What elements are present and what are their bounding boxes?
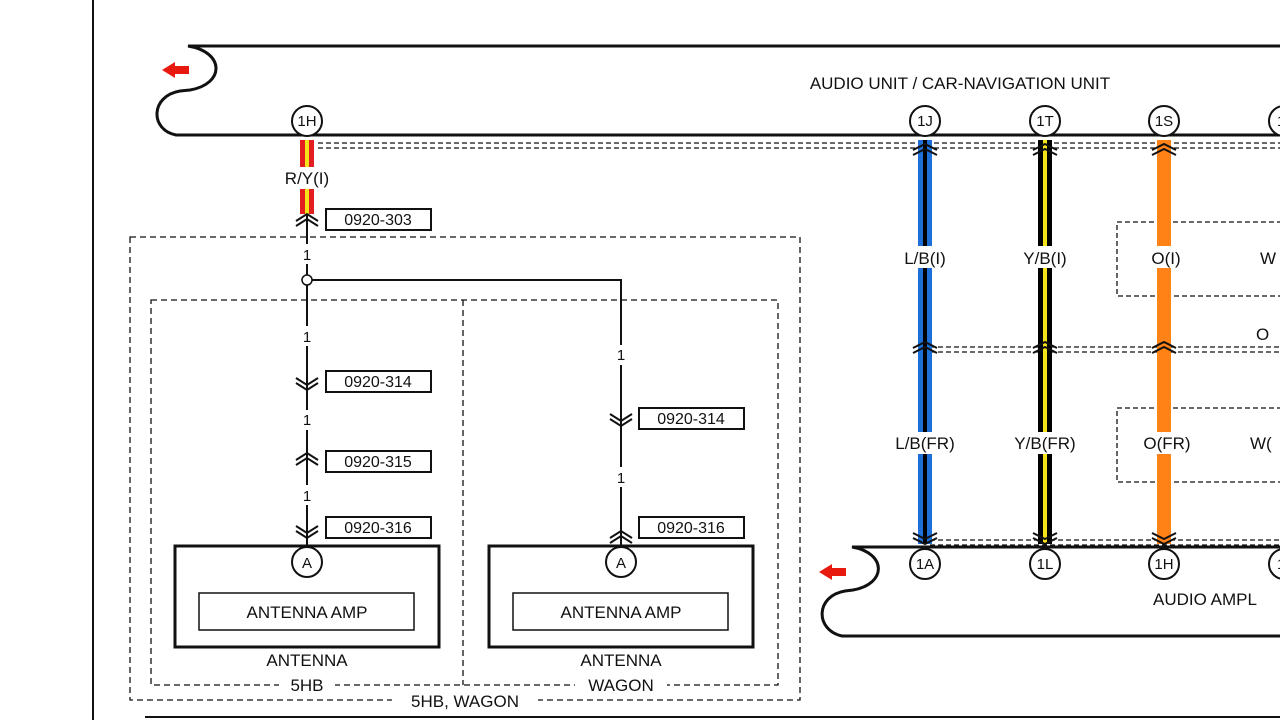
svg-text:Y/B(I): Y/B(I): [1023, 249, 1066, 268]
antenna-name: ANTENNA: [266, 651, 348, 670]
wire-label-o-i: O(I): [1144, 246, 1188, 268]
shield-lines: [318, 142, 1280, 546]
wire-label-ry: R/Y(I): [285, 169, 329, 188]
svg-text:5HB, WAGON: 5HB, WAGON: [411, 692, 519, 711]
svg-text:O(I): O(I): [1151, 249, 1180, 268]
svg-text:0920-314: 0920-314: [657, 411, 725, 428]
variant-label-5hb: 5HB: [290, 676, 323, 695]
partial-label-upper: W: [1260, 249, 1276, 268]
audio-amp-title: AUDIO AMPL: [1153, 590, 1257, 609]
connector-0920-314-left: 0920-314: [325, 370, 432, 393]
wire-label-lb-i: L/B(I): [897, 246, 953, 268]
svg-text:0920-314: 0920-314: [344, 374, 412, 391]
svg-text:1A: 1A: [916, 556, 934, 573]
antenna-pin-a: [605, 546, 637, 578]
audio-amp-pin-1l: 1L: [1029, 548, 1061, 580]
wire-ry: R/Y(I): [276, 140, 338, 214]
svg-text:A: A: [616, 555, 626, 572]
antenna-chevrons: [295, 212, 633, 544]
svg-text:1: 1: [617, 347, 625, 364]
pin-number-labels: 1 1 1 1 1 1: [300, 244, 628, 505]
audio-amp-pin-partial: 1: [1268, 548, 1280, 580]
antenna-name: ANTENNA: [580, 651, 662, 670]
connector-0920-303: 0920-303: [325, 208, 432, 231]
wire-chevrons: [912, 142, 1177, 546]
wire-label-yb-fr: Y/B(FR): [1007, 432, 1083, 454]
audio-amp-block: AUDIO AMPL: [819, 545, 1280, 638]
audio-unit-title: AUDIO UNIT / CAR-NAVIGATION UNIT: [810, 74, 1110, 93]
audio-unit-pin-1t: 1T: [1029, 105, 1061, 137]
connector-0920-316-left: 0920-316: [325, 516, 432, 539]
antenna-amp-label: ANTENNA AMP: [247, 603, 368, 622]
svg-text:L/B(FR): L/B(FR): [895, 434, 955, 453]
partial-label-lower: W(: [1250, 434, 1272, 453]
svg-text:0920-316: 0920-316: [657, 520, 725, 537]
svg-text:0920-316: 0920-316: [344, 520, 412, 537]
svg-text:1: 1: [303, 488, 311, 505]
audio-unit-pin-1s: 1S: [1148, 105, 1180, 137]
antenna-pin-a: [291, 546, 323, 578]
connector-0920-315: 0920-315: [325, 450, 432, 473]
variant-label-wagon: WAGON: [588, 676, 653, 695]
connector-0920-316-right: 0920-316: [638, 516, 745, 539]
svg-text:1: 1: [1277, 556, 1280, 573]
svg-text:0920-315: 0920-315: [344, 454, 412, 471]
antenna-wagon: ANTENNA AMP A ANTENNA WAGON: [487, 544, 755, 695]
svg-text:1H: 1H: [297, 113, 316, 130]
svg-text:1: 1: [303, 412, 311, 429]
wire-label-o-fr: O(FR): [1134, 432, 1200, 454]
svg-text:1: 1: [617, 470, 625, 487]
group-label: 5HB, WAGON: [392, 691, 538, 711]
connector-0920-314-right: 0920-314: [638, 407, 745, 430]
antenna-5hb: ANTENNA AMP A ANTENNA 5HB: [173, 544, 441, 695]
left-arrow-icon: [162, 62, 189, 78]
antenna-amp-label: ANTENNA AMP: [561, 603, 682, 622]
svg-text:Y/B(FR): Y/B(FR): [1014, 434, 1075, 453]
svg-text:L/B(I): L/B(I): [904, 249, 946, 268]
svg-text:1: 1: [1277, 113, 1280, 130]
audio-unit-pin-partial: 1: [1268, 105, 1280, 137]
partial-label-middle: O: [1256, 325, 1269, 344]
svg-text:1J: 1J: [917, 113, 933, 130]
svg-text:A: A: [302, 555, 312, 572]
svg-text:1L: 1L: [1037, 556, 1054, 573]
svg-text:O(FR): O(FR): [1143, 434, 1190, 453]
svg-text:1: 1: [303, 247, 311, 264]
svg-text:0920-303: 0920-303: [344, 212, 412, 229]
left-arrow-icon: [819, 564, 846, 580]
svg-text:1T: 1T: [1036, 113, 1054, 130]
svg-text:1H: 1H: [1154, 556, 1173, 573]
splice-point: [301, 274, 313, 286]
audio-unit-block: AUDIO UNIT / CAR-NAVIGATION UNIT: [155, 44, 1280, 137]
audio-amp-pin-1a: 1A: [909, 548, 941, 580]
svg-text:1S: 1S: [1155, 113, 1173, 130]
audio-unit-pin-1h: 1H: [291, 105, 323, 137]
page-frame: [92, 0, 1280, 720]
audio-unit-pin-1j: 1J: [909, 105, 941, 137]
audio-amp-pin-1h: 1H: [1148, 548, 1180, 580]
antenna-group-outlines: [129, 236, 801, 701]
wire-label-lb-fr: L/B(FR): [887, 432, 963, 454]
svg-text:1: 1: [303, 329, 311, 346]
wire-label-yb-i: Y/B(I): [1017, 246, 1073, 268]
